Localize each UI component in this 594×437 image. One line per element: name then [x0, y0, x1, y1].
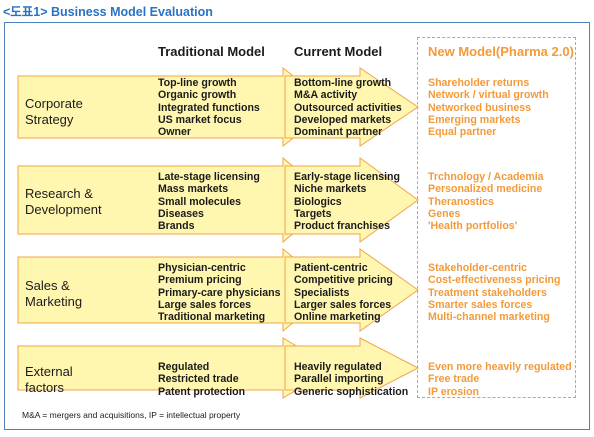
- list-item: Shareholder returns: [428, 77, 530, 89]
- list-item: Specialists: [294, 286, 350, 299]
- list-item: Integrated functions: [158, 101, 260, 114]
- external-traditional-list: Regulated Restricted trade Patent protec…: [158, 361, 245, 398]
- list-item: Product franchises: [294, 220, 390, 233]
- figure-caption: <도표1> Business Model Evaluation: [3, 5, 213, 19]
- header-new-model: New Model(Pharma 2.0): [428, 44, 574, 59]
- list-item: Developed markets: [294, 113, 392, 126]
- category-sales-marketing: Sales & Marketing: [25, 278, 82, 310]
- list-item: Cost-effectiveness pricing: [428, 274, 561, 287]
- list-item: Smarter sales forces: [428, 298, 533, 311]
- new-model-dashed-box: [417, 37, 576, 398]
- list-item: Theranostics: [428, 195, 494, 208]
- list-item: Early-stage licensing: [294, 171, 400, 183]
- corporate-current-list: Bottom-line growth M&A activity Outsourc…: [294, 77, 402, 138]
- list-item: Biologics: [294, 195, 342, 208]
- corporate-new-list: Shareholder returns Network / virtual gr…: [428, 77, 549, 138]
- list-item: Outsourced activities: [294, 101, 402, 114]
- category-line: Development: [25, 202, 102, 217]
- list-item: Dominant partner: [294, 126, 383, 139]
- list-item: Online marketing: [294, 311, 381, 324]
- list-item: Larger sales forces: [294, 298, 392, 311]
- sales-current-list: Patient-centric Competitive pricing Spec…: [294, 262, 393, 323]
- list-item: Owner: [158, 126, 191, 139]
- rnd-current-list: Early-stage licensing Niche markets Biol…: [294, 171, 400, 232]
- list-item: Patient-centric: [294, 262, 368, 274]
- list-item: Free trade: [428, 373, 480, 386]
- list-item: Bottom-line growth: [294, 77, 392, 89]
- list-item: Physician-centric: [158, 262, 246, 274]
- list-item: M&A activity: [294, 89, 358, 102]
- list-item: Parallel importing: [294, 373, 384, 386]
- category-line: Sales &: [25, 278, 70, 293]
- footnote: M&A = mergers and acquisitions, IP = int…: [22, 410, 241, 420]
- list-item: US market focus: [158, 113, 242, 126]
- list-item: Trchnology / Academia: [428, 171, 544, 183]
- list-item: Primary-care physicians: [158, 286, 281, 299]
- category-line: Corporate: [25, 96, 83, 111]
- list-item: Brands: [158, 220, 195, 233]
- category-line: factors: [25, 380, 65, 395]
- list-item: Mass markets: [158, 183, 229, 196]
- list-item: Heavily regulated: [294, 361, 382, 373]
- list-item: Network / virtual growth: [428, 89, 549, 102]
- list-item: Traditional marketing: [158, 311, 266, 324]
- category-research-development: Research & Development: [25, 186, 102, 218]
- arrow-current-rnd: [284, 157, 419, 243]
- list-item: Networked business: [428, 101, 532, 114]
- arrow-current-corporate: [284, 67, 419, 147]
- list-item: Regulated: [158, 361, 210, 373]
- category-line: Research &: [25, 186, 93, 201]
- list-item: Treatment stakeholders: [428, 286, 547, 299]
- list-item: Premium pricing: [158, 274, 242, 287]
- external-new-list: Even more heavily regulated Free trade I…: [428, 361, 572, 398]
- list-item: Patent protection: [158, 385, 246, 398]
- rnd-new-list: Trchnology / Academia Personalized medic…: [428, 171, 544, 232]
- category-corporate-strategy: Corporate Strategy: [25, 96, 83, 128]
- list-item: Niche markets: [294, 183, 367, 196]
- list-item: Stakeholder-centric: [428, 262, 527, 274]
- list-item: Even more heavily regulated: [428, 361, 572, 373]
- sales-new-list: Stakeholder-centric Cost-effectiveness p…: [428, 262, 560, 323]
- list-item: Genes: [428, 207, 461, 220]
- list-item: Competitive pricing: [294, 274, 393, 287]
- list-item: IP erosion: [428, 385, 480, 398]
- corporate-traditional-list: Top-line growth Organic growth Integrate…: [158, 77, 260, 138]
- list-item: Small molecules: [158, 195, 242, 208]
- diagram-frame: [4, 22, 590, 430]
- list-item: Equal partner: [428, 126, 497, 139]
- list-item: 'Health portfolios': [428, 220, 518, 233]
- header-current-model: Current Model: [294, 44, 383, 59]
- list-item: Top-line growth: [158, 77, 237, 89]
- list-item: Organic growth: [158, 89, 237, 102]
- rnd-traditional-list: Late-stage licensing Mass markets Small …: [158, 171, 260, 232]
- sales-traditional-list: Physician-centric Premium pricing Primar…: [158, 262, 281, 323]
- arrow-current-external: [284, 337, 420, 399]
- external-current-list: Heavily regulated Parallel importing Gen…: [294, 361, 408, 398]
- header-traditional-model: Traditional Model: [158, 44, 265, 59]
- arrow-current-sales: [284, 248, 419, 332]
- list-item: Late-stage licensing: [158, 171, 260, 183]
- list-item: Diseases: [158, 207, 204, 220]
- category-external-factors: External factors: [25, 364, 73, 396]
- list-item: Large sales forces: [158, 298, 252, 311]
- list-item: Restricted trade: [158, 373, 239, 386]
- list-item: Targets: [294, 207, 332, 220]
- list-item: Emerging markets: [428, 113, 521, 126]
- category-line: Marketing: [25, 294, 83, 309]
- category-line: Strategy: [25, 112, 74, 127]
- list-item: Personalized medicine: [428, 183, 543, 196]
- category-line: External: [25, 364, 73, 379]
- list-item: Multi-channel marketing: [428, 311, 550, 324]
- list-item: Generic sophistication: [294, 385, 409, 398]
